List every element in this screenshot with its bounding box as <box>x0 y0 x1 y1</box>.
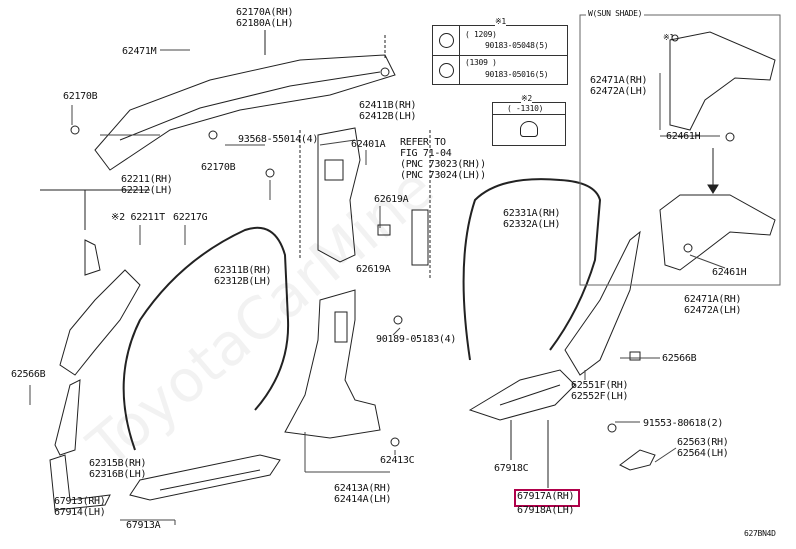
front-scuff-plate <box>130 455 280 500</box>
center-pillar-lower-garnish <box>285 290 380 438</box>
roof-side-rail-garnish <box>95 55 395 170</box>
part-label[interactable]: 62170A(RH) <box>236 7 294 18</box>
legend-1-row2-date: (1309 ) <box>465 58 497 67</box>
part-label[interactable]: 62472A(LH) <box>590 86 648 97</box>
sun-shade-box <box>580 15 780 285</box>
legend-1-mark: ※1 <box>495 17 506 26</box>
part-label[interactable]: 67918C <box>494 463 529 474</box>
part-label[interactable]: 62461H <box>712 267 747 278</box>
part-label[interactable]: 62312B(LH) <box>214 276 272 287</box>
front-pillar-garnish <box>60 270 140 375</box>
legend-divider <box>459 26 460 84</box>
bracket-icon <box>620 450 655 470</box>
center-pillar-upper-garnish <box>318 128 360 262</box>
part-label[interactable]: 62413A(RH) <box>334 483 392 494</box>
part-label[interactable]: 62211(RH) <box>121 174 173 185</box>
reference-note[interactable]: (PNC 73024(LH)) <box>400 170 486 181</box>
part-label[interactable]: 62563(RH) <box>677 437 729 448</box>
part-label[interactable]: 62311B(RH) <box>214 265 272 276</box>
screw-icon <box>608 424 616 432</box>
note-mark: ※1 <box>663 33 674 42</box>
part-label[interactable]: 62170B <box>201 162 236 173</box>
part-label[interactable]: 62472A(LH) <box>684 305 742 316</box>
part-label[interactable]: 91553-80618(2) <box>643 418 724 429</box>
part-label[interactable]: 93568-55014(4) <box>238 134 319 145</box>
part-label[interactable]: 62180A(LH) <box>236 18 294 29</box>
door-opening-trim-front <box>124 228 288 450</box>
part-label[interactable]: 62411B(RH) <box>359 100 417 111</box>
part-label[interactable]: 62461H <box>666 131 701 142</box>
part-label[interactable]: 90189-05183(4) <box>376 334 457 345</box>
legend-divider <box>493 114 565 115</box>
legend-1-row2-part: 90183-05016(5) <box>485 70 549 79</box>
part-label[interactable]: ※2 62211T <box>111 212 165 223</box>
part-label[interactable]: 62619A <box>356 264 391 275</box>
part-label[interactable]: 62412B(LH) <box>359 111 417 122</box>
part-label[interactable]: 62316B(LH) <box>89 469 147 480</box>
sun-shade-title: W(SUN SHADE) <box>586 9 645 18</box>
rear-scuff-plate <box>470 370 575 420</box>
bolt-icon <box>439 33 454 48</box>
part-label[interactable]: 62566B <box>662 353 697 364</box>
bolt-icon <box>439 63 454 78</box>
quarter-trim-upper <box>670 32 775 130</box>
reference-note[interactable]: REFER TO <box>400 137 446 148</box>
legend-1-row1-part: 90183-05048(5) <box>485 41 549 50</box>
part-label[interactable]: 67913(RH) <box>54 496 106 507</box>
quarter-trim-lower <box>660 195 775 270</box>
legend-1-row1-date: ( 1209) <box>465 30 497 39</box>
part-label[interactable]: 67918A(LH) <box>517 505 575 516</box>
clip-icon <box>71 126 79 134</box>
part-label[interactable]: 62471M <box>122 46 157 57</box>
part-label[interactable]: 62217G <box>173 212 208 223</box>
selected-part-highlight[interactable] <box>514 489 580 507</box>
legend-2-mark: ※2 <box>521 94 532 103</box>
legend-box-2: ※2 ( -1310) <box>492 94 566 146</box>
part-label[interactable]: 62471A(RH) <box>590 75 648 86</box>
legend-box-1: ※1 ( 1209) 90183-05048(5) (1309 ) 90183-… <box>432 17 568 85</box>
part-label[interactable]: 62170B <box>63 91 98 102</box>
clip-icon <box>684 244 692 252</box>
clip-icon <box>520 121 538 137</box>
part-label-highlighted[interactable]: 67917A(RH) <box>517 491 575 502</box>
part-label[interactable]: 62413C <box>380 455 415 466</box>
clip-icon <box>394 316 402 324</box>
part-label[interactable]: 62332A(LH) <box>503 219 561 230</box>
part-label[interactable]: 67913A <box>126 520 161 531</box>
clip-icon <box>209 131 217 139</box>
door-opening-trim-rear <box>464 179 600 360</box>
part-label[interactable]: 67914(LH) <box>54 507 106 518</box>
rear-pillar-garnish <box>565 232 640 375</box>
part-label[interactable]: 62552F(LH) <box>571 391 629 402</box>
part-label[interactable]: 62331A(RH) <box>503 208 561 219</box>
part-label[interactable]: 62401A <box>351 139 386 150</box>
part-label[interactable]: 62212(LH) <box>121 185 173 196</box>
part-label[interactable]: 62564(LH) <box>677 448 729 459</box>
clip-icon <box>266 169 274 177</box>
legend-divider <box>433 55 567 56</box>
part-label[interactable]: 62315B(RH) <box>89 458 147 469</box>
reference-note[interactable]: (PNC 73023(RH)) <box>400 159 486 170</box>
part-label[interactable]: 62414A(LH) <box>334 494 392 505</box>
part-label[interactable]: 62471A(RH) <box>684 294 742 305</box>
reference-note[interactable]: FIG 71-04 <box>400 148 452 159</box>
clip-icon <box>391 438 399 446</box>
clip-icon <box>726 133 734 141</box>
part-label[interactable]: 62566B <box>11 369 46 380</box>
part-label[interactable]: 62551F(RH) <box>571 380 629 391</box>
clip-icon <box>672 35 678 41</box>
legend-2-row1: ( -1310) <box>507 104 544 113</box>
illustration-code: 627BN4D <box>744 529 776 538</box>
part-label[interactable]: 62619A <box>374 194 409 205</box>
clip-icon <box>381 68 389 76</box>
